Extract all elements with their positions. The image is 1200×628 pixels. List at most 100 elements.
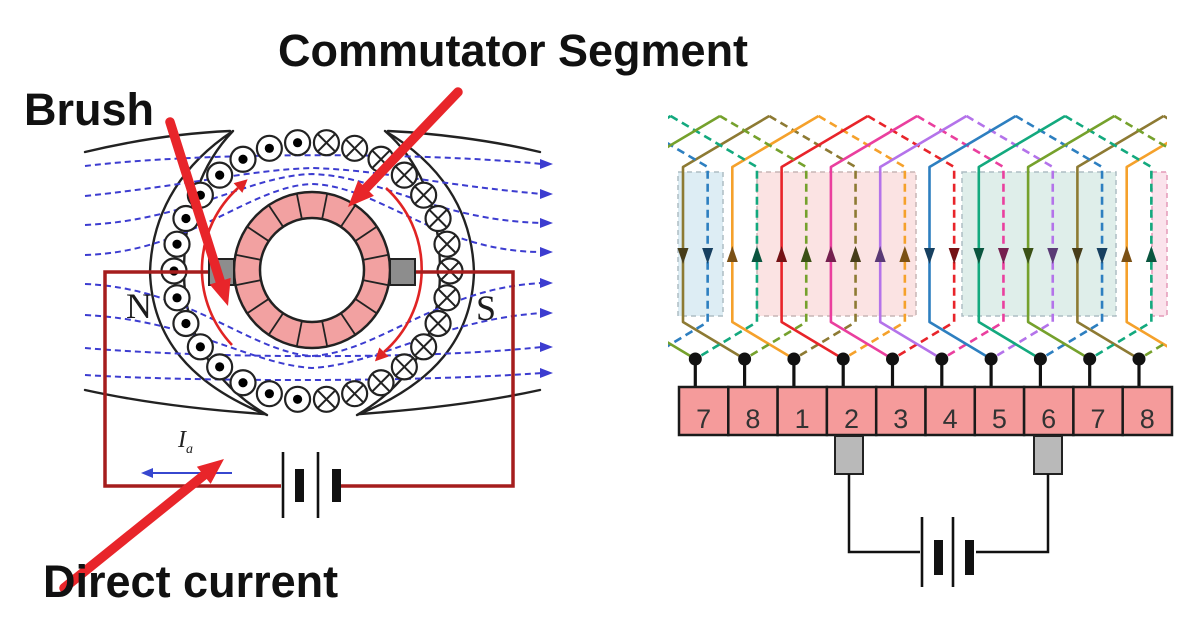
current-out-dot — [172, 293, 182, 303]
commutator-segment-2 — [825, 385, 878, 437]
current-out-dot — [292, 138, 303, 148]
coil-front-conductor — [928, 114, 1017, 361]
current-out-dot — [292, 394, 303, 404]
current-out-dot — [264, 389, 274, 399]
battery-wire-right — [976, 474, 1050, 554]
commutator-segment-label: Commutator Segment — [278, 25, 749, 76]
current-in-cross — [428, 313, 448, 334]
commutator-segment-divider — [362, 279, 389, 287]
commutator-segment-divider — [321, 320, 329, 347]
terminal-dot — [1083, 352, 1097, 366]
terminal-dot — [738, 352, 752, 366]
commutator-segment-divider — [340, 204, 357, 228]
armature-current-arrowhead — [141, 468, 153, 478]
coil-back-conductor — [817, 114, 907, 361]
terminal-dot — [886, 352, 899, 366]
conductor-direction-arrow — [751, 246, 763, 262]
current-in-cross — [371, 373, 391, 393]
current-out-dot — [215, 362, 225, 372]
conductor-direction-arrow — [948, 248, 960, 264]
commutator-segment-divider — [340, 312, 357, 336]
annotation-arrows — [59, 87, 463, 593]
current-out-dot — [195, 342, 205, 352]
conductor-direction-arrow — [1047, 248, 1059, 264]
conductor-direction-arrow — [726, 246, 738, 262]
stator-yoke-line — [83, 129, 232, 154]
current-out-dot — [215, 170, 225, 180]
current-out-dot — [172, 239, 182, 249]
conductor-direction-arrow — [973, 248, 985, 264]
commutator-segment-divider — [246, 298, 270, 315]
commutator-segment-divider — [267, 204, 284, 228]
field-line-arrowhead — [540, 278, 553, 288]
commutator-segment-8 — [727, 385, 779, 437]
coil-front-conductor — [1076, 114, 1165, 361]
coil-front-conductor — [681, 114, 770, 361]
conductor-direction-arrow — [776, 246, 788, 262]
commutator-segment-divider — [362, 253, 389, 261]
commutator-annotation-arrow-head — [348, 180, 374, 207]
coil-back-conductor — [668, 142, 709, 348]
winding-brush-left — [834, 435, 864, 475]
coil-front-conductor — [668, 114, 721, 361]
current-in-cross — [437, 288, 457, 308]
segment-number: 1 — [795, 404, 810, 434]
direct-current-annotation-arrow-head — [196, 459, 224, 484]
segment-number: 4 — [943, 404, 958, 434]
coil-back-conductor — [670, 114, 759, 361]
rotation-arrowhead — [233, 179, 248, 193]
conductor-direction-arrow — [1121, 246, 1133, 262]
brush-annotation-arrow-head — [209, 277, 231, 306]
circuit-wire-right — [341, 270, 515, 488]
commutator-segment-divider — [354, 225, 378, 242]
terminal-dot — [688, 352, 702, 366]
current-in-cross — [437, 234, 457, 254]
conductor-direction-arrow — [899, 246, 911, 262]
segment-number: 2 — [844, 404, 859, 434]
terminal-dot — [1132, 352, 1146, 366]
north-pole-label: N — [126, 286, 152, 326]
field-line-arrowhead — [540, 159, 553, 169]
current-out-dot — [238, 154, 248, 164]
commutator-segment-divider — [267, 312, 284, 336]
brush-annotation-arrow — [165, 117, 227, 291]
coil-front-conductor — [668, 114, 672, 120]
commutator-segment-divider — [295, 320, 303, 347]
coil-front-conductor — [731, 114, 820, 361]
current-in-cross — [316, 133, 336, 153]
south-pole-label: S — [476, 288, 497, 328]
coil-front-conductor — [829, 114, 918, 361]
segment-number: 8 — [1140, 404, 1155, 434]
commutator-segment-divider — [235, 279, 262, 287]
conductor-direction-arrow — [1145, 246, 1157, 262]
battery-plate-short — [965, 540, 974, 575]
conductor-direction-arrow — [1096, 248, 1108, 264]
current-out-dot — [238, 378, 248, 388]
brush-label: Brush — [24, 84, 155, 135]
direct-current-label: Direct current — [43, 556, 339, 607]
coil-front-conductor — [1026, 114, 1116, 361]
commutator-segment-divider — [354, 298, 378, 315]
rotation-arrowhead — [374, 347, 389, 362]
current-in-cross — [345, 384, 365, 404]
field-line — [84, 312, 543, 370]
commutator-segment-divider — [295, 193, 303, 220]
coil-front-conductor — [1125, 141, 1167, 348]
coil-back-conductor — [916, 114, 1005, 361]
battery-plate-short — [295, 469, 304, 502]
coil-back-conductor — [965, 114, 1055, 361]
terminal-dot — [787, 352, 801, 366]
coil-back-conductor — [768, 114, 857, 361]
segment-number: 6 — [1041, 404, 1056, 434]
field-line — [84, 372, 543, 382]
armature-current-subscript: a — [186, 441, 193, 457]
pole-zone — [961, 171, 1117, 317]
field-line — [84, 154, 543, 167]
segment-number: 7 — [696, 404, 711, 434]
current-in-cross — [414, 337, 434, 357]
commutator-segment-divider — [235, 253, 262, 261]
commutator-segment-divider — [246, 225, 270, 242]
brush-right — [389, 258, 416, 286]
